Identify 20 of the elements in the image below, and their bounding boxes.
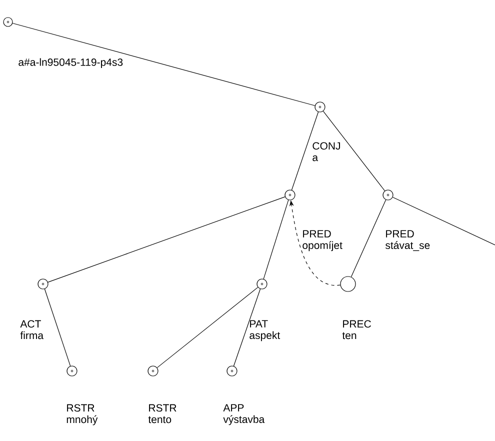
tree-edge <box>233 288 261 366</box>
node-label: PRED stávat_se <box>386 230 430 251</box>
tree-edge <box>156 287 258 368</box>
tree-edge <box>44 288 71 366</box>
tree-edge <box>263 200 289 280</box>
tree-edge <box>12 22 316 106</box>
tree-edge <box>291 112 319 190</box>
node-label: RSTR tento <box>148 404 176 424</box>
tree-edge <box>392 196 495 246</box>
node-label: ACT firma <box>20 320 44 340</box>
node-label: PAT aspekt <box>250 320 280 342</box>
tree-edge <box>350 200 386 278</box>
node-label: PREC ten <box>342 320 371 340</box>
tree-edge <box>48 196 286 282</box>
node-label: APP výstavba <box>223 404 265 426</box>
node-label: PRED opomíjet <box>302 230 342 252</box>
node-label: a#a-ln95045-119-p4s3 <box>18 58 123 68</box>
node-label: CONJ a <box>312 142 340 162</box>
tree-edge <box>322 110 386 192</box>
node-label: RSTR mnohý <box>66 404 98 426</box>
